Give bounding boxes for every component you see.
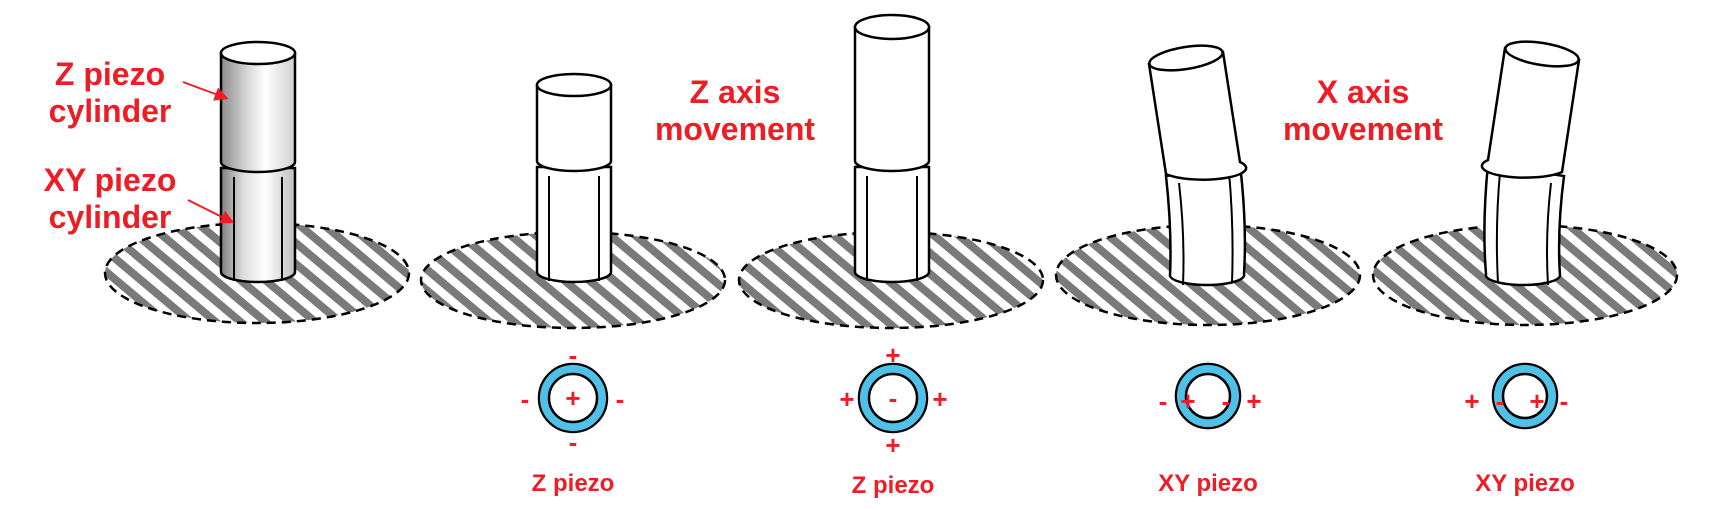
xy-piezo-cylinder [1164,162,1247,287]
electrode-sign-left: + [839,384,855,414]
z-axis-movement-label: Z axis movement [635,74,835,148]
panel-x-bend-right [1371,40,1679,430]
label-line: movement [1282,110,1444,147]
z-piezo-cylinder [535,72,613,173]
label-line: cylinder [48,92,172,129]
label-line: Z axis [689,74,781,110]
piezo-label: Z piezo [851,472,935,499]
xy-piezo-cylinder [1483,162,1566,287]
z-piezo-cylinder [219,40,297,174]
electrode-sign-right: - [615,384,625,414]
z-piezo-cylinder [1147,44,1248,181]
xy-piezo-cylinder [535,165,613,284]
xy-piezo-cylinder [853,165,931,284]
label-line: Z piezo [54,56,166,92]
electrode-ring [857,362,929,434]
label-line: movement [654,110,816,147]
electrode-sign-center: - [888,383,898,413]
xy-piezo-cylinder-label: XY piezo cylinder [10,162,210,236]
electrode-sign-center: + [565,383,581,413]
z-piezo-cylinder [1480,40,1581,179]
panel-z-extended [737,13,1045,434]
label-line: X axis [1316,74,1410,110]
electrode-sign-bottom: + [885,430,901,460]
electrode-sign-left: - [520,384,530,414]
piezo-label: XY piezo [1475,470,1575,497]
electrode-sign-right: + [932,384,948,414]
electrode-sign-inner-right: - [1221,386,1231,416]
xy-piezo-arrow [187,199,235,224]
z-piezo-arrow [182,81,229,101]
electrode-sign-inner-left: - [1495,386,1505,416]
label-line: XY piezo [43,162,177,198]
electrode-ring [1174,362,1242,430]
electrode-sign-inner-right: + [1529,386,1545,416]
panel-z-contracted [419,72,727,434]
z-piezo-cylinder-label: Z piezo cylinder [20,56,200,130]
xy-piezo-cylinder [219,166,297,284]
electrode-ring [537,362,609,434]
piezo-label: XY piezo [1158,470,1258,497]
electrode-sign-top: - [568,340,578,370]
electrode-sign-outer-left: + [1464,386,1480,416]
electrode-sign-top: + [885,340,901,370]
electrode-ring [1491,362,1559,430]
panel-x-bend-left [1054,44,1362,430]
electrode-sign-outer-left: - [1158,386,1168,416]
electrode-sign-outer-right: + [1246,386,1262,416]
electrode-sign-bottom: - [568,427,578,457]
z-piezo-cylinder [853,13,931,173]
piezo-label: Z piezo [531,470,615,497]
electrode-sign-inner-left: + [1180,386,1196,416]
label-line: cylinder [48,198,172,235]
electrode-sign-outer-right: - [1559,386,1569,416]
panel-reference [103,40,411,325]
x-axis-movement-label: X axis movement [1263,74,1463,148]
